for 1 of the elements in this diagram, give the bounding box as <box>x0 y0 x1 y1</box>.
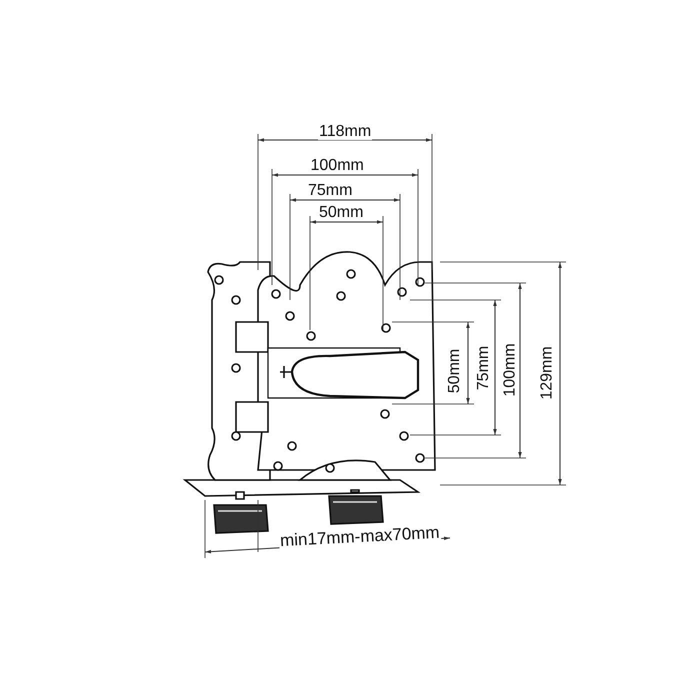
dimension-label: 118mm <box>318 124 372 140</box>
